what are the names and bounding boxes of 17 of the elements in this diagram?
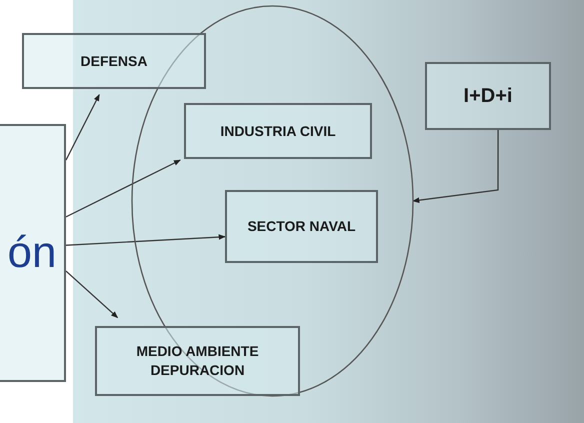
left-panel (0, 124, 66, 382)
category-box (95, 326, 300, 396)
box-label: MEDIO AMBIENTE DEPURACION (135, 342, 260, 380)
box-label: SECTOR NAVAL (246, 217, 357, 236)
arrow (412, 130, 499, 203)
category-box (225, 190, 378, 263)
arrow (65, 94, 100, 160)
heading-fragment: ón (8, 228, 56, 278)
category-box (184, 103, 372, 159)
research-box (425, 62, 551, 130)
arrow (66, 160, 181, 218)
category-box (22, 33, 206, 89)
box-label: DEFENSA (80, 52, 148, 70)
arrow (66, 234, 226, 246)
arrow (66, 270, 118, 318)
box-label: INDUSTRIA CIVIL (219, 122, 337, 140)
box-label: I+D+i (464, 84, 512, 108)
